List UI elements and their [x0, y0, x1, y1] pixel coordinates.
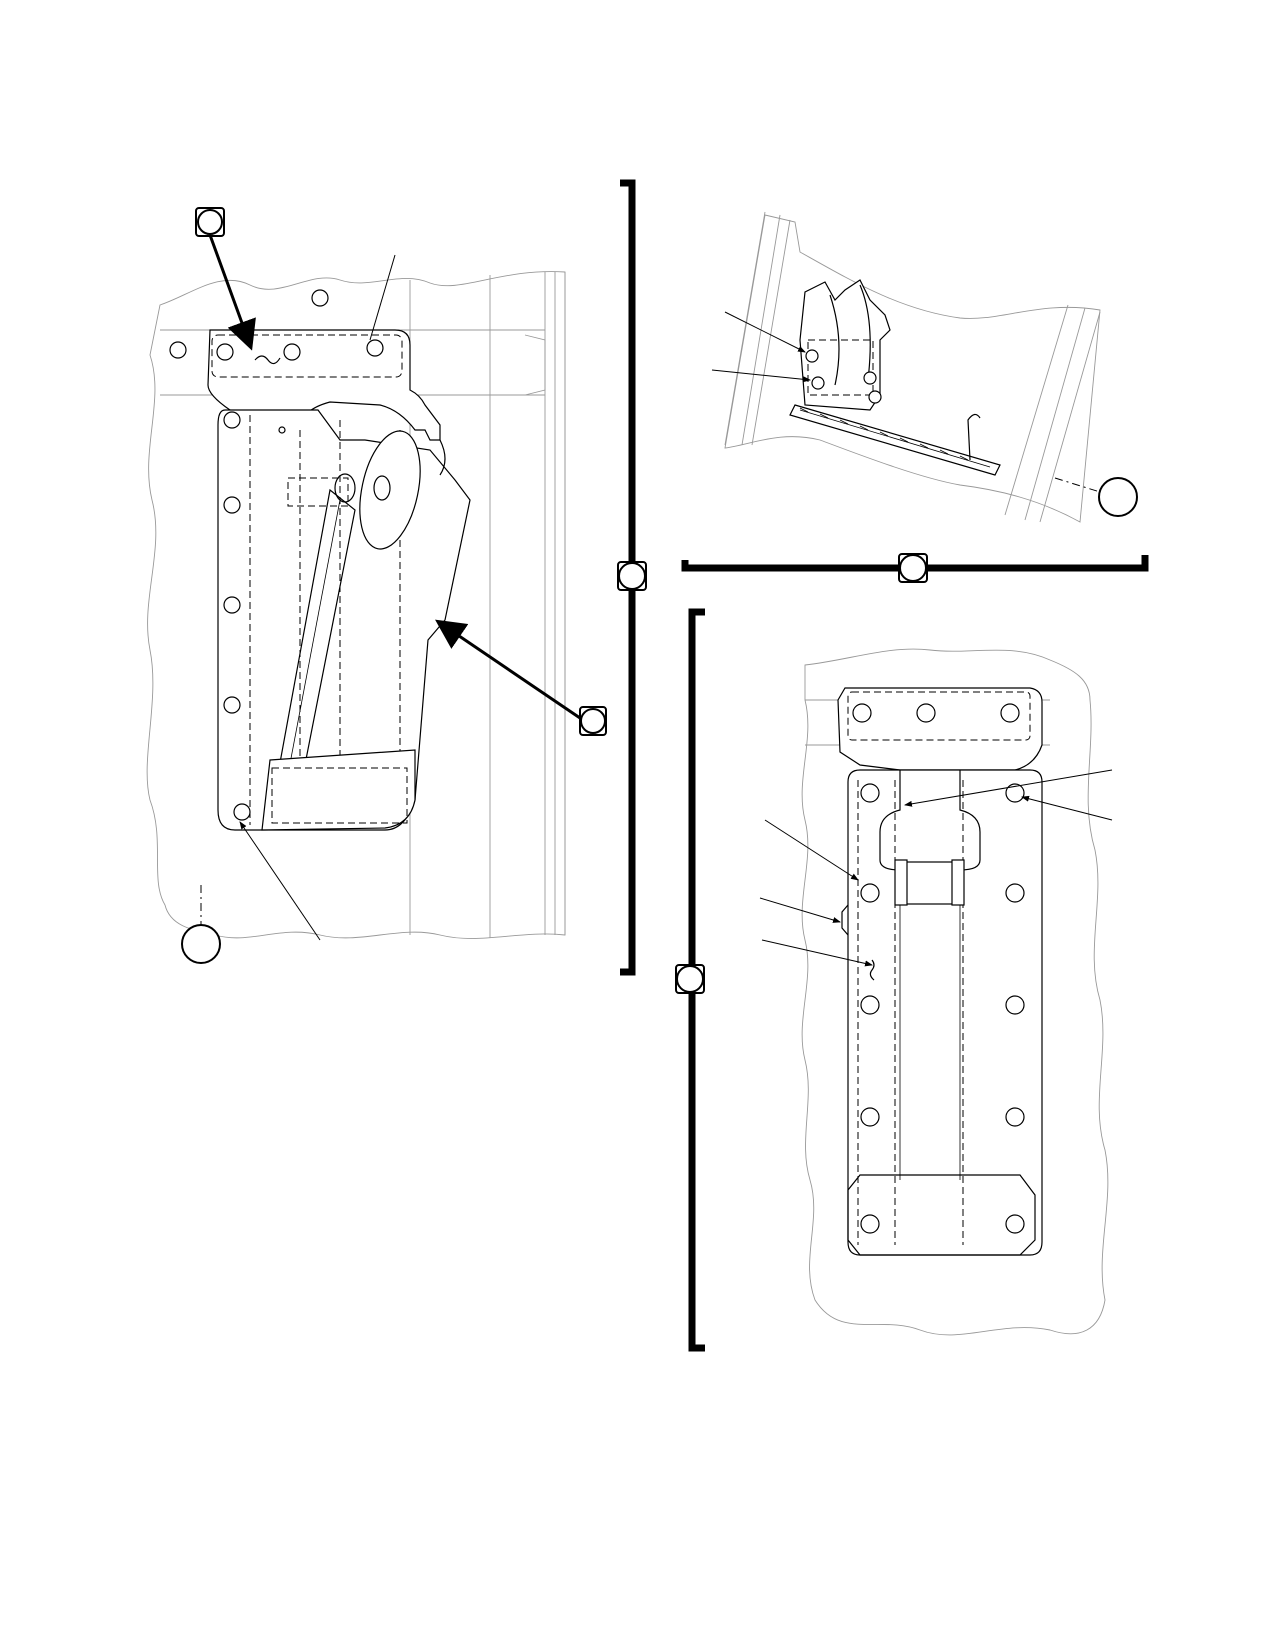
left-view-cutout [146, 271, 566, 939]
upper-right-view [711, 211, 1138, 523]
plate-hole [860, 995, 880, 1015]
left-view [146, 271, 566, 939]
pivot-nut [334, 473, 356, 503]
leader-bottom [239, 821, 321, 941]
marker-left-bottom [181, 924, 221, 964]
plate-hole [223, 596, 241, 614]
pivot-bolt [373, 475, 391, 501]
rail-hole [169, 341, 187, 359]
lower-right-cutout [801, 648, 1109, 1336]
plate-hole [223, 411, 241, 429]
rail-hole [311, 289, 329, 307]
arrow-top-left [208, 234, 256, 351]
marker-upper-right [1098, 477, 1138, 517]
plate-hole [860, 883, 880, 903]
bracket-hole [811, 376, 825, 390]
bottom-block [261, 749, 416, 831]
bracket-hole [1000, 703, 1020, 723]
plate-hole [860, 1107, 880, 1127]
bracket-hole [216, 343, 234, 361]
hatch-strip [799, 407, 969, 461]
plate-hole [223, 496, 241, 514]
lower-top-bracket [837, 687, 1043, 771]
squiggle-mark [254, 355, 281, 365]
bracket-hole [852, 703, 872, 723]
plate-hole [860, 783, 880, 803]
lower-divider [675, 608, 705, 1352]
leader-top-right [369, 254, 396, 341]
plate-hole [860, 1214, 880, 1234]
arrow-right [435, 619, 581, 720]
lower-right-view [759, 648, 1113, 1336]
bracket-hole [868, 390, 882, 404]
bracket-hole [366, 339, 384, 357]
plate-hole [1005, 1107, 1025, 1127]
lower-bottom-block [847, 1174, 1036, 1256]
side-tab [841, 904, 849, 936]
squiggle-mark [869, 959, 875, 981]
bracket-hole [805, 349, 819, 363]
vertical-divider [617, 179, 647, 976]
bracket-hole [916, 703, 936, 723]
bracket-hole [863, 371, 877, 385]
plate-hole [1005, 783, 1025, 803]
horizontal-divider [681, 553, 1149, 583]
upright-bracket [799, 279, 891, 411]
plate-hole [1005, 883, 1025, 903]
plate-hole [233, 803, 251, 821]
wire-clip [967, 413, 981, 461]
left-view-callouts [181, 207, 607, 964]
plate-hole [223, 696, 241, 714]
bracket-hole [283, 343, 301, 361]
upper-right-cutout [724, 214, 1101, 523]
roller [901, 861, 959, 905]
plate-hole [1005, 1214, 1025, 1234]
bracket-hidden-edge [211, 334, 403, 378]
plate-hole [1005, 995, 1025, 1015]
